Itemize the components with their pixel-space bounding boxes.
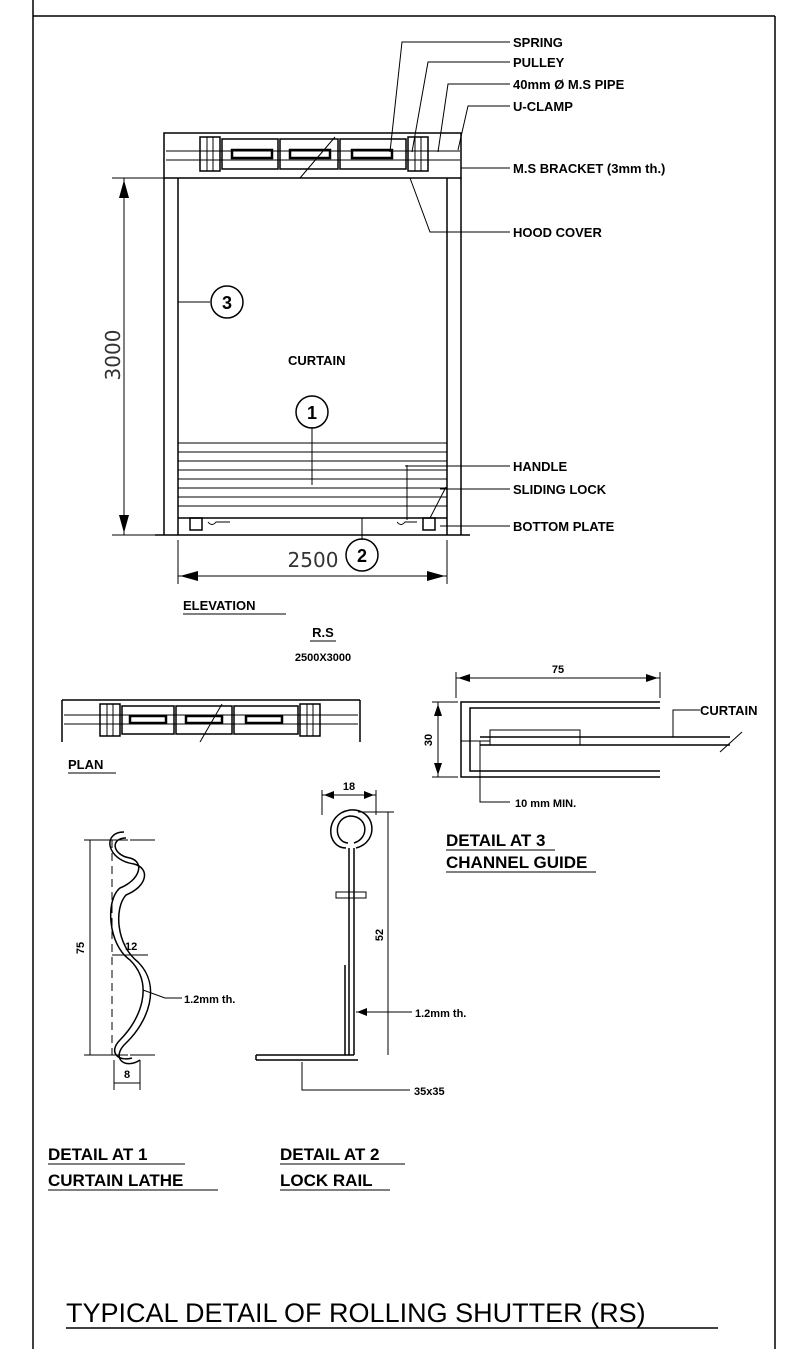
callout-bracket: M.S BRACKET (3mm th.) bbox=[513, 161, 665, 176]
d1-caption-2: CURTAIN LATHE bbox=[48, 1171, 183, 1190]
svg-text:3: 3 bbox=[222, 293, 232, 313]
detail-2-lock-rail: 18 52 1.2mm th. 35x35 DETAIL AT 2 LOCK R… bbox=[255, 781, 466, 1191]
d1-caption-1: DETAIL AT 1 bbox=[48, 1145, 148, 1164]
sheet-border bbox=[32, 0, 776, 1349]
bubble-3: 3 bbox=[178, 285, 244, 319]
callout-spring: SPRING bbox=[513, 35, 563, 50]
svg-text:2: 2 bbox=[357, 546, 367, 566]
d3-width-dim: 75 bbox=[552, 664, 564, 676]
callout-uclamp: U-CLAMP bbox=[513, 99, 573, 114]
d2-thickness: 1.2mm th. bbox=[415, 1008, 466, 1020]
d2-angle: 35x35 bbox=[414, 1086, 445, 1098]
d1-depth-dim: 12 bbox=[125, 941, 137, 953]
callout-sliding-lock: SLIDING LOCK bbox=[513, 482, 607, 497]
detail-3-channel-guide: 75 30 10 mm MIN. CURTAIN DETAIL AT 3 CHA… bbox=[423, 664, 758, 873]
plan-view: PLAN bbox=[61, 699, 361, 774]
d3-height-dim: 30 bbox=[423, 734, 435, 746]
bubble-1: 1 bbox=[295, 395, 329, 429]
curtain-label: CURTAIN bbox=[288, 353, 346, 368]
d2-top-dim: 18 bbox=[343, 781, 355, 793]
d1-height-dim: 75 bbox=[75, 942, 87, 954]
rs-size: 2500X3000 bbox=[295, 652, 351, 664]
d3-min-label: 10 mm MIN. bbox=[515, 798, 576, 810]
sheet-title: TYPICAL DETAIL OF ROLLING SHUTTER (RS) bbox=[66, 1298, 718, 1329]
rs-label: R.S bbox=[312, 625, 334, 640]
d3-caption-2: CHANNEL GUIDE bbox=[446, 853, 587, 872]
bubble-2: 2 bbox=[345, 538, 379, 572]
d3-curtain-label: CURTAIN bbox=[700, 703, 758, 718]
d1-thickness: 1.2mm th. bbox=[184, 994, 235, 1006]
d2-caption-1: DETAIL AT 2 bbox=[280, 1145, 380, 1164]
d3-caption-1: DETAIL AT 3 bbox=[446, 831, 546, 850]
elevation-caption: ELEVATION bbox=[183, 598, 255, 613]
callout-bottom-plate: BOTTOM PLATE bbox=[513, 519, 615, 534]
plan-caption: PLAN bbox=[68, 757, 103, 772]
callout-hood: HOOD COVER bbox=[513, 225, 602, 240]
d1-bottom-dim: 8 bbox=[124, 1069, 130, 1081]
page-title: TYPICAL DETAIL OF ROLLING SHUTTER (RS) bbox=[66, 1298, 646, 1328]
callout-pulley: PULLEY bbox=[513, 55, 565, 70]
detail-1-curtain-lathe: 75 12 8 1.2mm th. DETAIL AT 1 CURTAIN LA… bbox=[48, 831, 235, 1191]
callout-handle: HANDLE bbox=[513, 459, 567, 474]
elevation-view: 3000 2500 1 2 3 CURTAIN SPR bbox=[101, 35, 665, 664]
d2-caption-2: LOCK RAIL bbox=[280, 1171, 373, 1190]
width-dimension: 2500 bbox=[288, 548, 339, 572]
d2-height-dim: 52 bbox=[374, 929, 386, 941]
callout-pipe: 40mm Ø M.S PIPE bbox=[513, 77, 625, 92]
svg-text:1: 1 bbox=[307, 403, 317, 423]
height-dimension: 3000 bbox=[101, 330, 125, 381]
